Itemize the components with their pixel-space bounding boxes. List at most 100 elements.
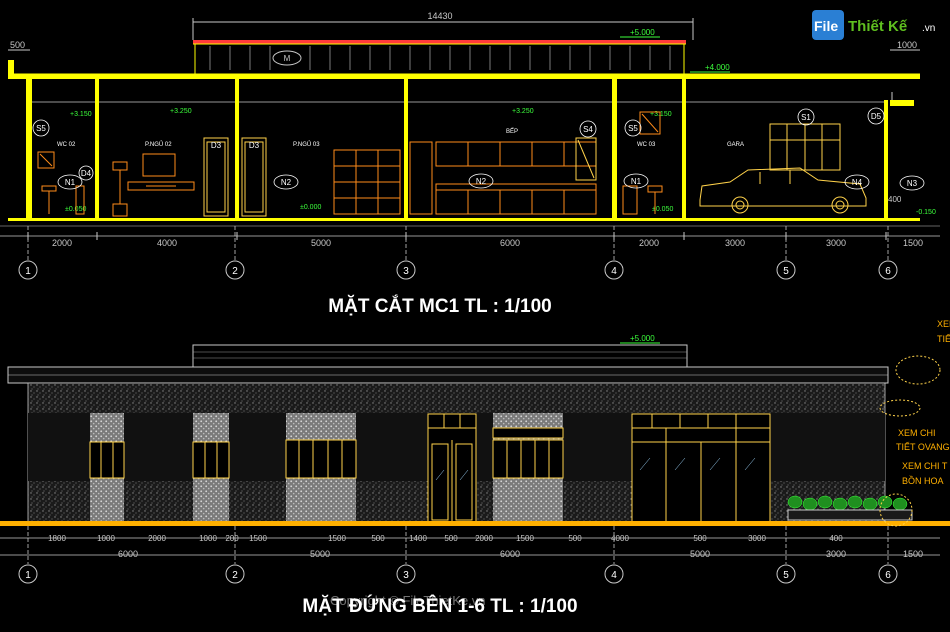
room-bed2: P.NGỦ 02 xyxy=(145,141,172,148)
note-tiet-ovang: TIẾT OVANG xyxy=(896,442,950,452)
elevation-detail-dim: 1500 xyxy=(516,534,534,543)
elevation-axis-markers: 1 2 3 4 5 6 xyxy=(18,526,898,584)
level-ceiling-bed2: +3.250 xyxy=(170,108,192,115)
right-overhang-dim: 1000 xyxy=(897,40,917,50)
level-floor-garage: -0.150 xyxy=(916,209,936,216)
axis-bubble xyxy=(225,260,245,280)
note-bon-hoa: BỒN HOA xyxy=(902,475,944,486)
axis-bubble xyxy=(396,260,416,280)
tag-n3: N3 xyxy=(907,179,918,188)
tag-n1-left: N1 xyxy=(65,178,76,187)
axis-number: 1 xyxy=(25,570,31,581)
tag-m: M xyxy=(284,54,291,63)
tag-d3-left: D3 xyxy=(211,141,222,150)
elevation-detail-dim: 1000 xyxy=(199,534,217,543)
section-dim-label: 3000 xyxy=(725,238,745,248)
elevation-detail-dim: 2000 xyxy=(475,534,493,543)
axis-bubble xyxy=(225,564,245,584)
elevation-drawing: +5.000 xyxy=(0,319,950,617)
axis-bubble xyxy=(776,260,796,280)
watermark-brand-part1: File xyxy=(814,18,838,34)
elevation-detail-dim: 500 xyxy=(693,534,707,543)
elevation-main-dim: 3000 xyxy=(826,549,846,559)
tag-n2-right: N2 xyxy=(476,177,487,186)
watermark-copyright: Copyright © FileThietKe.vn xyxy=(330,593,486,608)
axis-bubble xyxy=(604,564,624,584)
tag-d4: D4 xyxy=(81,169,92,178)
elevation-main-dim: 1500 xyxy=(903,549,923,559)
room-kitchen: BẾP xyxy=(506,128,518,135)
section-drawing: 14430 500 1000 +5.000 M xyxy=(0,11,940,317)
axis-number: 1 xyxy=(25,266,31,277)
tag-n1-right: N1 xyxy=(631,177,642,186)
elevation-detail-dim: 1500 xyxy=(249,534,267,543)
tag-s1: S1 xyxy=(801,113,811,122)
elevation-main-dim: 5000 xyxy=(310,549,330,559)
level-floor-bed3: ±0.000 xyxy=(300,204,321,211)
axis-number: 2 xyxy=(232,266,238,277)
elevation-detail-dim: 500 xyxy=(444,534,458,543)
elevation-detail-dim: 4000 xyxy=(611,534,629,543)
eave-level-label: +4.000 xyxy=(705,63,730,72)
elevation-detail-dim: 1800 xyxy=(48,534,66,543)
right-small-dim: 400 xyxy=(888,195,902,204)
tag-d5: D5 xyxy=(871,112,882,121)
level-ceiling-wc2: +3.150 xyxy=(650,111,672,118)
level-ceiling-wc1: +3.150 xyxy=(70,111,92,118)
section-dim-label: 2000 xyxy=(639,238,659,248)
axis-bubble xyxy=(604,260,624,280)
elevation-roof-level: +5.000 xyxy=(630,334,655,343)
elevation-title: MẶT ĐỨNG BÊN 1-6 TL : 1/100 xyxy=(302,595,577,617)
left-overhang-dim: 500 xyxy=(10,40,25,50)
room-wc2: WC 03 xyxy=(637,142,656,148)
section-title: MẶT CẮT MC1 TL : 1/100 xyxy=(328,295,551,317)
watermark-brand-suffix: .vn xyxy=(922,23,935,34)
elevation-detail-dim: 1500 xyxy=(328,534,346,543)
axis-bubble xyxy=(776,564,796,584)
axis-bubble xyxy=(878,564,898,584)
roof-level-label: +5.000 xyxy=(630,28,655,37)
elevation-detail-dim: 1400 xyxy=(409,534,427,543)
axis-bubble xyxy=(18,564,38,584)
section-dim-label: 5000 xyxy=(311,238,331,248)
room-wc1: WC 02 xyxy=(57,142,76,148)
tag-n4: N4 xyxy=(852,178,863,187)
watermark-brand-part2: Thiết Kế xyxy=(848,18,908,35)
room-bed3: P.NGỦ 03 xyxy=(293,141,320,148)
elevation-main-dim: 6000 xyxy=(118,549,138,559)
section-dim-label: 2000 xyxy=(52,238,72,248)
axis-bubble xyxy=(878,260,898,280)
section-dim-label: 4000 xyxy=(157,238,177,248)
axis-bubble xyxy=(18,260,38,280)
elevation-detail-dim: 2000 xyxy=(148,534,166,543)
tag-s5-left: S5 xyxy=(36,124,46,133)
elevation-main-dim: 6000 xyxy=(500,549,520,559)
axis-number: 2 xyxy=(232,570,238,581)
note-xem-1: XEM xyxy=(937,319,950,329)
tag-s5-right: S5 xyxy=(628,124,638,133)
note-xem-chi-3: XEM CHI T xyxy=(902,461,948,471)
level-ceiling-kitchen: +3.250 xyxy=(512,108,534,115)
section-dim-label: 3000 xyxy=(826,238,846,248)
tag-s4: S4 xyxy=(583,125,593,134)
axis-number: 6 xyxy=(885,266,891,277)
flower-bed xyxy=(787,495,908,511)
elevation-detail-dim: 500 xyxy=(371,534,385,543)
note-tie-1: TIẾ xyxy=(937,334,950,344)
section-dimension-labels: 2000 4000 5000 6000 2000 3000 3000 1500 xyxy=(52,238,923,248)
elevation-detail-dim: 400 xyxy=(829,534,843,543)
section-dim-label: 6000 xyxy=(500,238,520,248)
tag-d3-right: D3 xyxy=(249,141,260,150)
axis-number: 3 xyxy=(403,570,409,581)
axis-number: 4 xyxy=(611,570,617,581)
elevation-detail-dim: 500 xyxy=(568,534,582,543)
watermark-logo: File Thiết Kế .vn xyxy=(812,10,935,40)
room-garage: GARA xyxy=(727,142,744,148)
axis-number: 5 xyxy=(783,570,789,581)
section-dim-label: 1500 xyxy=(903,238,923,248)
axis-number: 6 xyxy=(885,570,891,581)
